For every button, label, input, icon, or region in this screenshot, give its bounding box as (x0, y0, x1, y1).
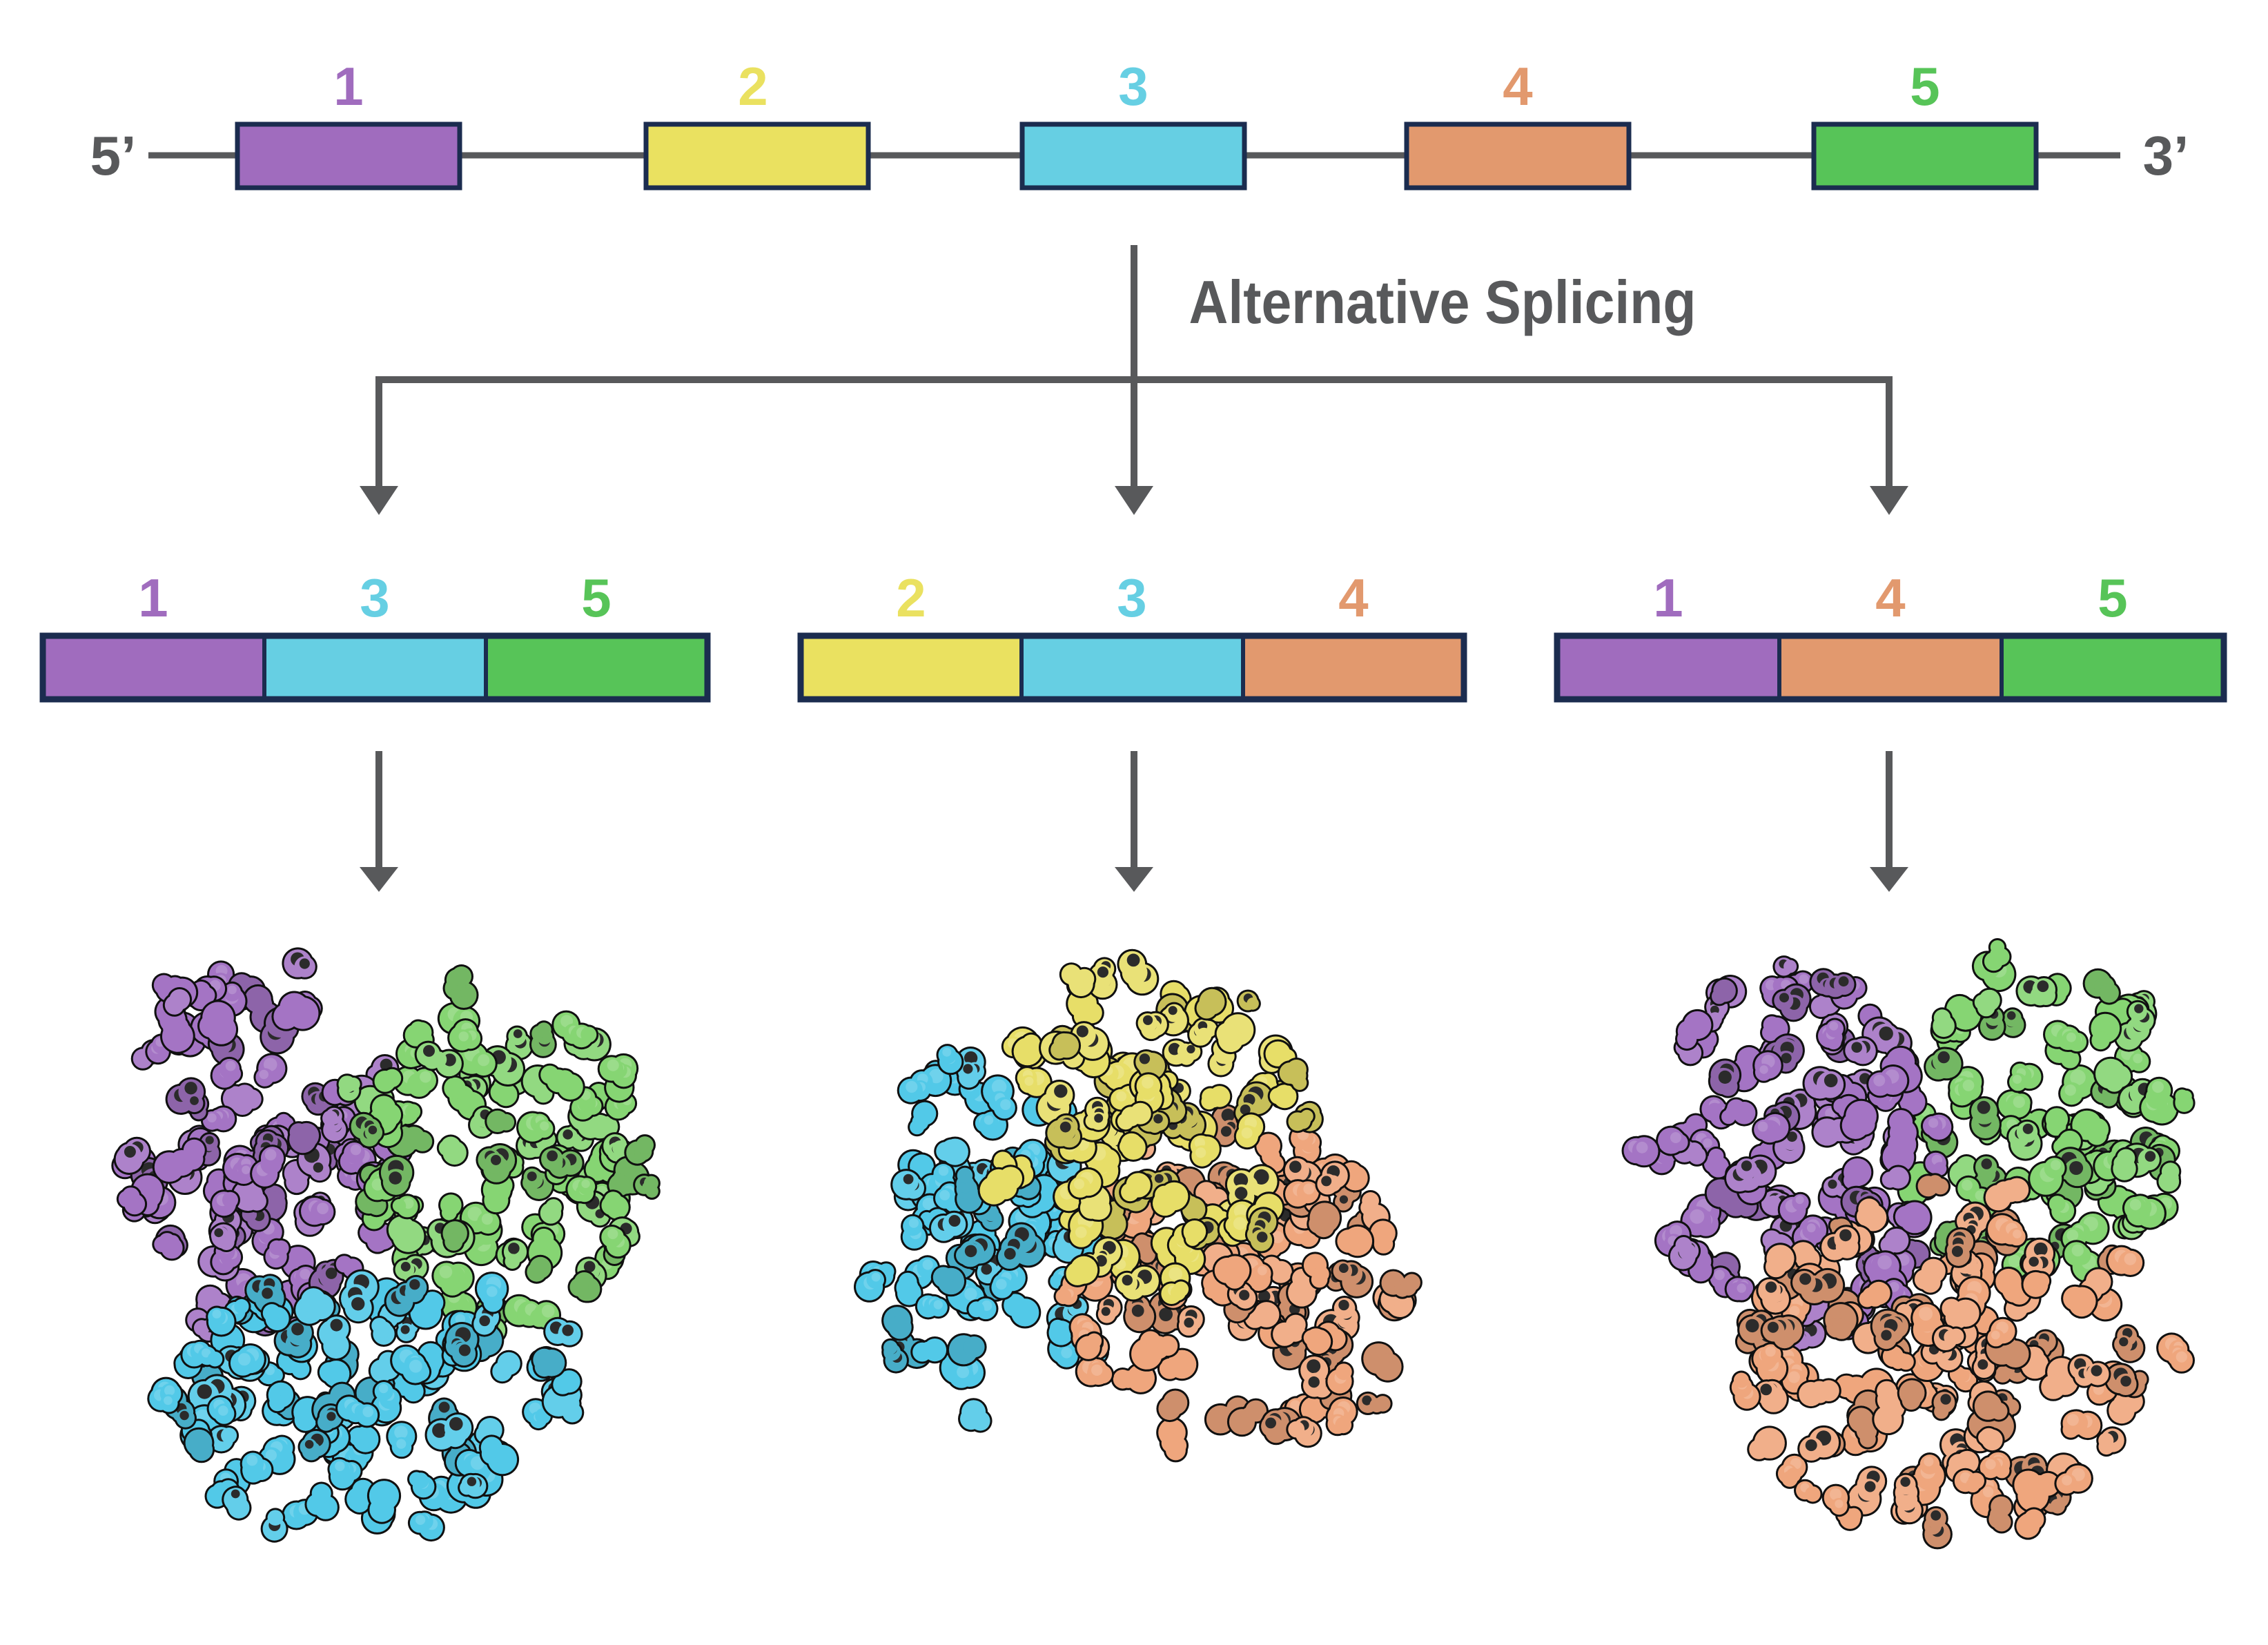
isoform-1-seg-1-number: 1 (138, 567, 168, 628)
isoform-1-outline (39, 632, 711, 703)
isoform-2-3-4-bar: 2 3 4 (797, 567, 1467, 703)
translation-arrow-middle-head (1115, 867, 1153, 892)
protein-isoform-1-4-5 (1621, 938, 2196, 1550)
protein-1-domain-exon-3 (147, 1269, 585, 1543)
gene-exon-3: 3 (1019, 56, 1247, 191)
five-prime-label: 5’ (90, 125, 137, 186)
gene-exon-2-number: 2 (738, 56, 768, 117)
splicing-branch: Alternative Splicing (360, 245, 1908, 515)
branch-arrowhead-left (360, 486, 398, 515)
isoform-2-seg-1 (799, 634, 1024, 701)
isoform-1-3-5-bar: 1 3 5 (39, 567, 711, 703)
splice-title: Alternative Splicing (1189, 268, 1697, 336)
isoform-3-seg-2-number: 4 (1875, 567, 1905, 628)
isoform-2-seg-2-number: 3 (1117, 567, 1146, 628)
translation-arrow-left-head (360, 867, 398, 892)
isoform-3-seg-2 (1777, 634, 2004, 701)
isoform-3-outline (1554, 632, 2227, 703)
protein-1-domain-exon-5 (336, 964, 661, 1356)
gene-exon-4: 4 (1404, 56, 1632, 191)
translation-arrows (360, 751, 1908, 892)
three-prime-label: 3’ (2143, 125, 2189, 186)
isoform-2-seg-2 (1019, 634, 1245, 701)
isoform-3-seg-1 (1555, 634, 1781, 701)
gene-exon-3-number: 3 (1118, 56, 1148, 117)
isoform-1-seg-3-number: 5 (581, 567, 611, 628)
isoform-1-seg-2 (262, 634, 488, 701)
gene-exon-4-number: 4 (1503, 56, 1532, 117)
isoform-1-4-5-bar: 1 4 5 (1554, 567, 2227, 703)
isoform-2-outline (797, 632, 1467, 703)
gene-exon-1: 1 (235, 56, 462, 191)
isoform-3-seg-3-number: 5 (2098, 567, 2127, 628)
gene-exon-1-box (235, 121, 462, 191)
isoform-3-seg-3 (2000, 634, 2226, 701)
branch-arrowhead-right (1870, 486, 1908, 515)
isoform-1-seg-2-number: 3 (360, 567, 389, 628)
isoform-2-seg-3-number: 4 (1338, 567, 1368, 628)
protein-3-domain-exon-4 (1729, 1173, 2195, 1550)
isoform-1-seg-1 (41, 634, 266, 701)
gene-exon-4-box (1404, 121, 1632, 191)
gene-exon-5-box (1811, 121, 2039, 191)
gene-exon-2-box (643, 121, 871, 191)
protein-3-domain-exon-5 (1897, 938, 2196, 1283)
gene-exon-1-number: 1 (333, 56, 363, 117)
isoform-bars: 1 3 5 2 3 4 1 4 5 (39, 567, 2227, 703)
gene-exon-5-number: 5 (1910, 56, 1939, 117)
protein-2-domain-exon-2 (977, 948, 1324, 1306)
protein-structures (111, 938, 2196, 1550)
protein-isoform-1-3-5 (111, 947, 661, 1543)
isoform-1-seg-3 (484, 634, 710, 701)
gene-exon-5: 5 (1811, 56, 2039, 191)
isoform-2-seg-1-number: 2 (896, 567, 926, 628)
gene-exon-2: 2 (643, 56, 871, 191)
gene-exon-3-box (1019, 121, 1247, 191)
branch-arrowhead-middle (1115, 486, 1153, 515)
isoform-3-seg-1-number: 1 (1653, 567, 1683, 628)
protein-isoform-2-3-4 (854, 948, 1423, 1463)
pre-mrna: 5’ 3’ 1 2 3 4 5 (90, 56, 2189, 191)
translation-arrow-right-head (1870, 867, 1908, 892)
isoform-2-seg-3 (1241, 634, 1466, 701)
branch-line (375, 376, 1893, 489)
